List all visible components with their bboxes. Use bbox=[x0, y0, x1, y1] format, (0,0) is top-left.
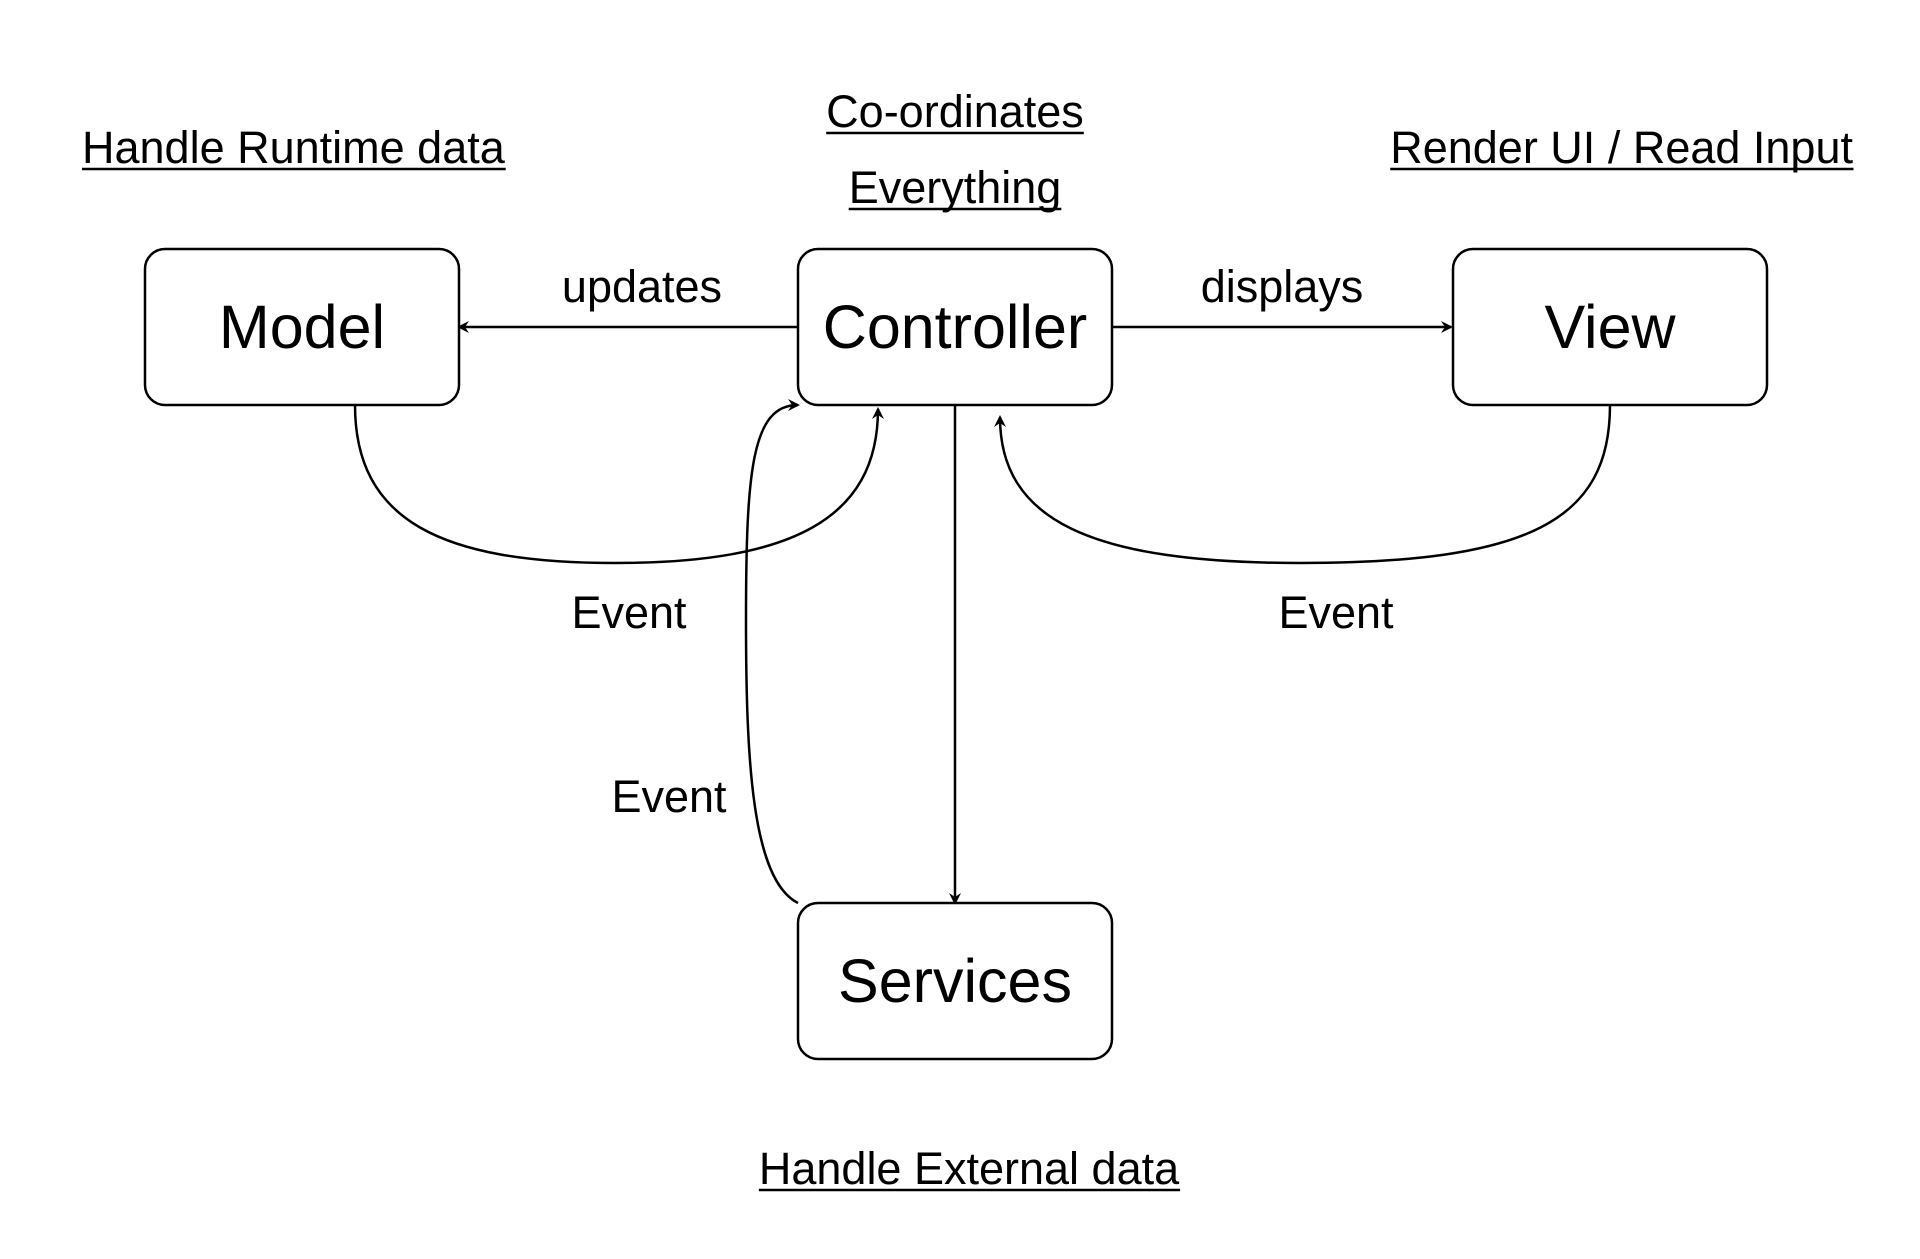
node-controller-label: Controller bbox=[823, 293, 1087, 361]
edge-label-updates: updates bbox=[562, 261, 722, 312]
view-role-annotation: Render UI / Read Input bbox=[1390, 122, 1853, 173]
edge-label-view-event: Event bbox=[1278, 587, 1394, 638]
edge-model-event-to-controller bbox=[353, 404, 884, 565]
node-controller: Controller bbox=[796, 247, 1114, 407]
edge-label-model-event: Event bbox=[571, 587, 687, 638]
node-model-label: Model bbox=[219, 293, 385, 361]
controller-role-annotation-line1: Co-ordinates bbox=[826, 86, 1084, 137]
model-role-annotation: Handle Runtime data bbox=[82, 122, 506, 173]
edge-view-event-to-controller bbox=[994, 404, 1612, 565]
edge-label-displays: displays bbox=[1201, 261, 1364, 312]
services-role-annotation: Handle External data bbox=[759, 1143, 1180, 1194]
controller-role-annotation-line2: Everything bbox=[849, 162, 1062, 213]
edge-services-event-to-controller bbox=[744, 399, 800, 905]
node-services: Services bbox=[796, 901, 1114, 1061]
node-view-label: View bbox=[1544, 293, 1676, 361]
node-view: View bbox=[1451, 247, 1769, 407]
edge-label-services-event: Event bbox=[611, 771, 727, 822]
node-services-label: Services bbox=[838, 947, 1072, 1015]
node-model: Model bbox=[143, 247, 461, 407]
